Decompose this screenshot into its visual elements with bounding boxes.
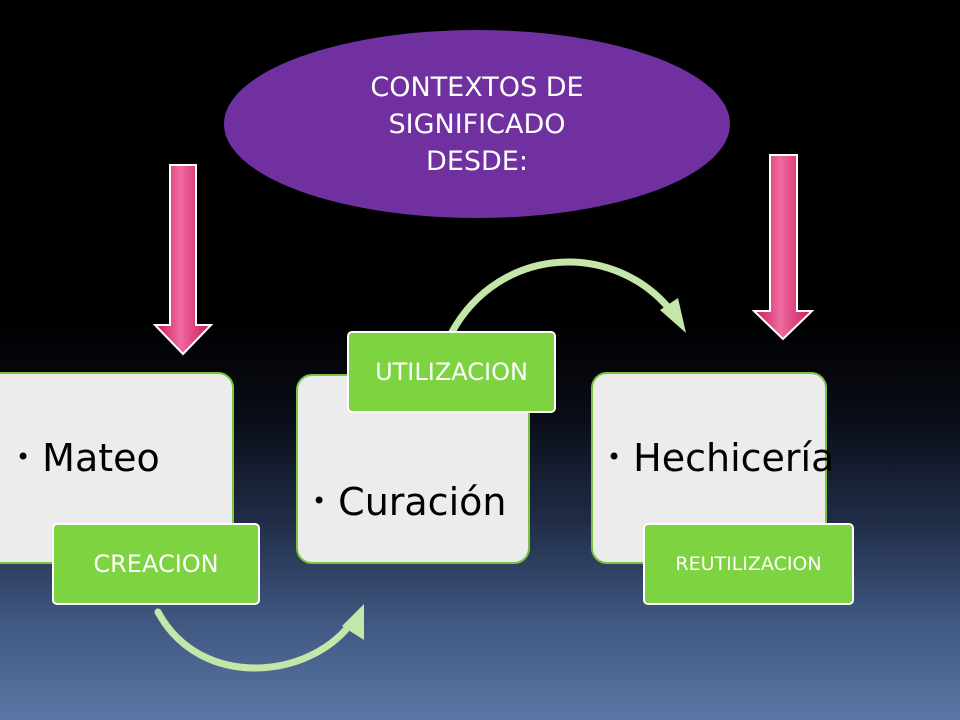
bottom-curved-arrowhead-icon (342, 604, 364, 640)
bullet-icon: • (16, 443, 31, 471)
bottom-curved-arrow-icon (154, 608, 356, 672)
card-curacion-label: •Curación (312, 480, 507, 524)
card-mateo-label: •Mateo (16, 436, 160, 480)
top-curved-arrowhead-icon (660, 298, 686, 333)
title-ellipse: CONTEXTOS DE SIGNIFICADO DESDE: (224, 30, 730, 218)
tag-reutilizacion: REUTILIZACION (643, 523, 854, 605)
tag-creacion: CREACION (52, 523, 260, 605)
title-line-2: SIGNIFICADO (388, 108, 566, 140)
title-text: CONTEXTOS DE SIGNIFICADO DESDE: (342, 69, 612, 180)
title-line-3: DESDE: (426, 145, 528, 177)
top-curved-arrow-icon (448, 258, 676, 336)
title-line-1: CONTEXTOS DE (370, 71, 584, 103)
card-hechiceria-label: •Hechicería (607, 436, 835, 480)
right-down-arrow-icon (751, 154, 815, 341)
bullet-icon: • (312, 487, 327, 515)
tag-utilizacion: UTILIZACION (347, 331, 556, 413)
bullet-icon: • (607, 443, 622, 471)
left-down-arrow-icon (152, 164, 214, 356)
